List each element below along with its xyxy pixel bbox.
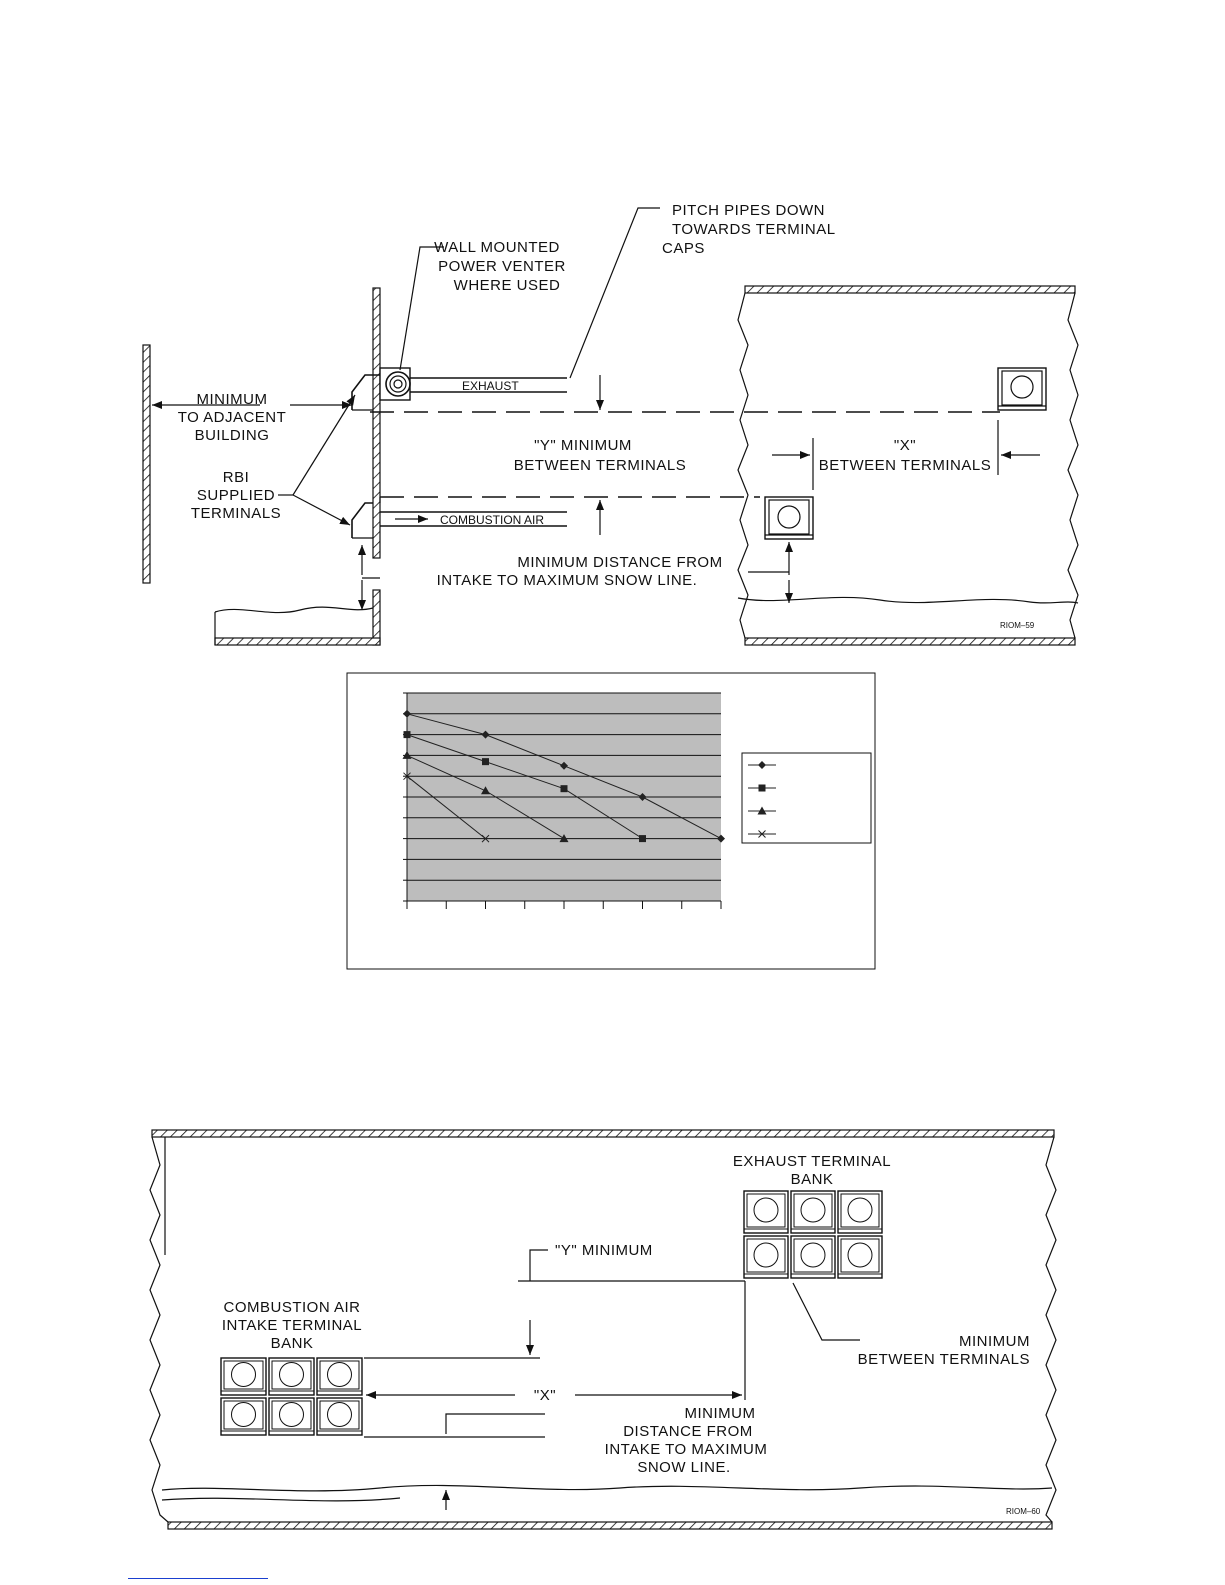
intake-bank-label-1: COMBUSTION AIR bbox=[223, 1299, 360, 1316]
wall-venter-label-2: POWER VENTER bbox=[438, 258, 566, 275]
series-3-point bbox=[559, 834, 569, 843]
terminal-cap bbox=[790, 1190, 836, 1234]
snow-line-label-2: INTAKE TO MAXIMUM SNOW LINE. bbox=[437, 572, 698, 589]
drawing-id-60: RIOM–60 bbox=[1006, 1507, 1041, 1516]
bottom-y-minimum-label: "Y" MINIMUM bbox=[555, 1242, 653, 1259]
terminal-cap bbox=[268, 1397, 315, 1436]
bottom-break-left bbox=[149, 1136, 169, 1523]
min-between-label-2: BETWEEN TERMINALS bbox=[858, 1351, 1030, 1368]
bottom-snow-label-2: DISTANCE FROM bbox=[623, 1423, 753, 1440]
footer-link-underline[interactable] bbox=[128, 1578, 268, 1579]
bottom-vent-diagram: EXHAUST TERMINAL BANK COMBUSTION AIR INT… bbox=[149, 1129, 1057, 1530]
bottom-snow-label-1: MINIMUM bbox=[685, 1405, 756, 1422]
terminal-cap bbox=[743, 1190, 789, 1234]
top-vent-diagram: EXHAUST COMBUSTION AIR "Y" MINIMUM BETWE… bbox=[142, 202, 1079, 646]
series-2-point bbox=[560, 785, 568, 793]
foundation-left bbox=[214, 637, 381, 646]
right-break-left bbox=[737, 292, 749, 639]
series-1-point bbox=[717, 834, 725, 843]
series-3-point bbox=[481, 786, 490, 795]
y-between-terminals-label: BETWEEN TERMINALS bbox=[514, 457, 686, 474]
terminal-cap bbox=[220, 1397, 267, 1436]
rbi-label-3: TERMINALS bbox=[191, 505, 281, 522]
snow-line-label-1: MINIMUM DISTANCE FROM bbox=[517, 554, 722, 571]
min-between-label-1: MINIMUM bbox=[959, 1333, 1030, 1350]
bottom-wall-bottom bbox=[167, 1521, 1053, 1530]
series-2-point bbox=[639, 835, 646, 843]
terminal-cap bbox=[268, 1357, 315, 1396]
terminal-cap bbox=[837, 1190, 883, 1234]
series-1-point bbox=[403, 709, 411, 718]
wall-venter-label-3: WHERE USED bbox=[454, 277, 561, 294]
terminal-cap bbox=[220, 1357, 267, 1396]
x-label: "X" bbox=[894, 437, 916, 454]
pitch-pipes-label-3: CAPS bbox=[662, 240, 705, 257]
pitch-pipes-label-1: PITCH PIPES DOWN bbox=[672, 202, 825, 219]
x-between-label: BETWEEN TERMINALS bbox=[819, 457, 991, 474]
min-adjacent-label-3: BUILDING bbox=[195, 427, 270, 444]
drawing-id-59: RIOM–59 bbox=[1000, 621, 1035, 630]
series-3-point bbox=[402, 750, 412, 759]
rbi-label-2: SUPPLIED bbox=[197, 487, 275, 504]
house-wall-upper bbox=[372, 287, 381, 559]
series-4-point bbox=[403, 772, 411, 781]
exhaust-terminal-right bbox=[997, 367, 1047, 411]
combustion-air-label: COMBUSTION AIR bbox=[440, 513, 544, 527]
adjacent-building-wall bbox=[142, 344, 151, 584]
series-1-point bbox=[481, 730, 490, 739]
wall-venter-label-1: WALL MOUNTED bbox=[434, 239, 560, 256]
intake-terminal-left bbox=[351, 502, 373, 538]
exhaust-label: EXHAUST bbox=[462, 379, 519, 393]
legend-series-3-marker bbox=[757, 806, 767, 815]
y-minimum-label: "Y" MINIMUM bbox=[534, 437, 632, 454]
series-2-point bbox=[482, 758, 489, 766]
terminal-cap bbox=[743, 1235, 789, 1279]
intake-bank-label-3: BANK bbox=[271, 1335, 314, 1352]
exhaust-bank-label-1: EXHAUST TERMINAL bbox=[733, 1153, 891, 1170]
intake-bank-label-2: INTAKE TERMINAL bbox=[222, 1317, 362, 1334]
terminal-cap bbox=[316, 1357, 363, 1396]
snow-line bbox=[737, 596, 1079, 604]
bottom-snow-label-3: INTAKE TO MAXIMUM bbox=[605, 1441, 768, 1458]
min-adjacent-label-2: TO ADJACENT bbox=[178, 409, 287, 426]
chart-legend bbox=[741, 752, 872, 844]
series-2-line bbox=[406, 734, 643, 840]
rbi-label-1: RBI bbox=[223, 469, 250, 486]
intake-terminal-right bbox=[764, 496, 814, 540]
house-wall-lower bbox=[372, 589, 381, 646]
bottom-snow-label-4: SNOW LINE. bbox=[637, 1459, 730, 1476]
bottom-x-label: "X" bbox=[534, 1387, 556, 1404]
series-4-point bbox=[481, 834, 490, 843]
terminal-cap bbox=[837, 1235, 883, 1279]
legend-box bbox=[741, 752, 872, 844]
terminal-cap bbox=[790, 1235, 836, 1279]
min-adjacent-label-1: MINIMUM bbox=[197, 391, 268, 408]
pitch-pipes-label-2: TOWARDS TERMINAL bbox=[672, 221, 836, 238]
right-wall-top bbox=[744, 285, 1076, 294]
bottom-wall-top bbox=[151, 1129, 1055, 1138]
legend-series-1-marker bbox=[758, 761, 766, 769]
series-1-point bbox=[638, 793, 647, 801]
right-wall-bottom bbox=[744, 637, 1076, 646]
series-1-point bbox=[560, 761, 568, 770]
right-break-right bbox=[1067, 292, 1079, 639]
intake-terminal-bank bbox=[220, 1357, 363, 1436]
ground-left bbox=[214, 606, 374, 614]
legend-series-4-marker bbox=[758, 830, 766, 838]
legend-series-2-marker bbox=[758, 784, 766, 792]
series-4-line bbox=[406, 775, 486, 839]
bottom-break-right bbox=[1045, 1136, 1057, 1523]
bottom-snow-line bbox=[161, 1484, 1053, 1492]
chart-plot-area bbox=[402, 692, 725, 909]
terminal-chart bbox=[346, 672, 876, 970]
exhaust-terminal-bank bbox=[743, 1190, 883, 1279]
terminal-cap bbox=[316, 1397, 363, 1436]
series-2-point bbox=[403, 731, 411, 739]
exhaust-bank-label-2: BANK bbox=[791, 1171, 834, 1188]
